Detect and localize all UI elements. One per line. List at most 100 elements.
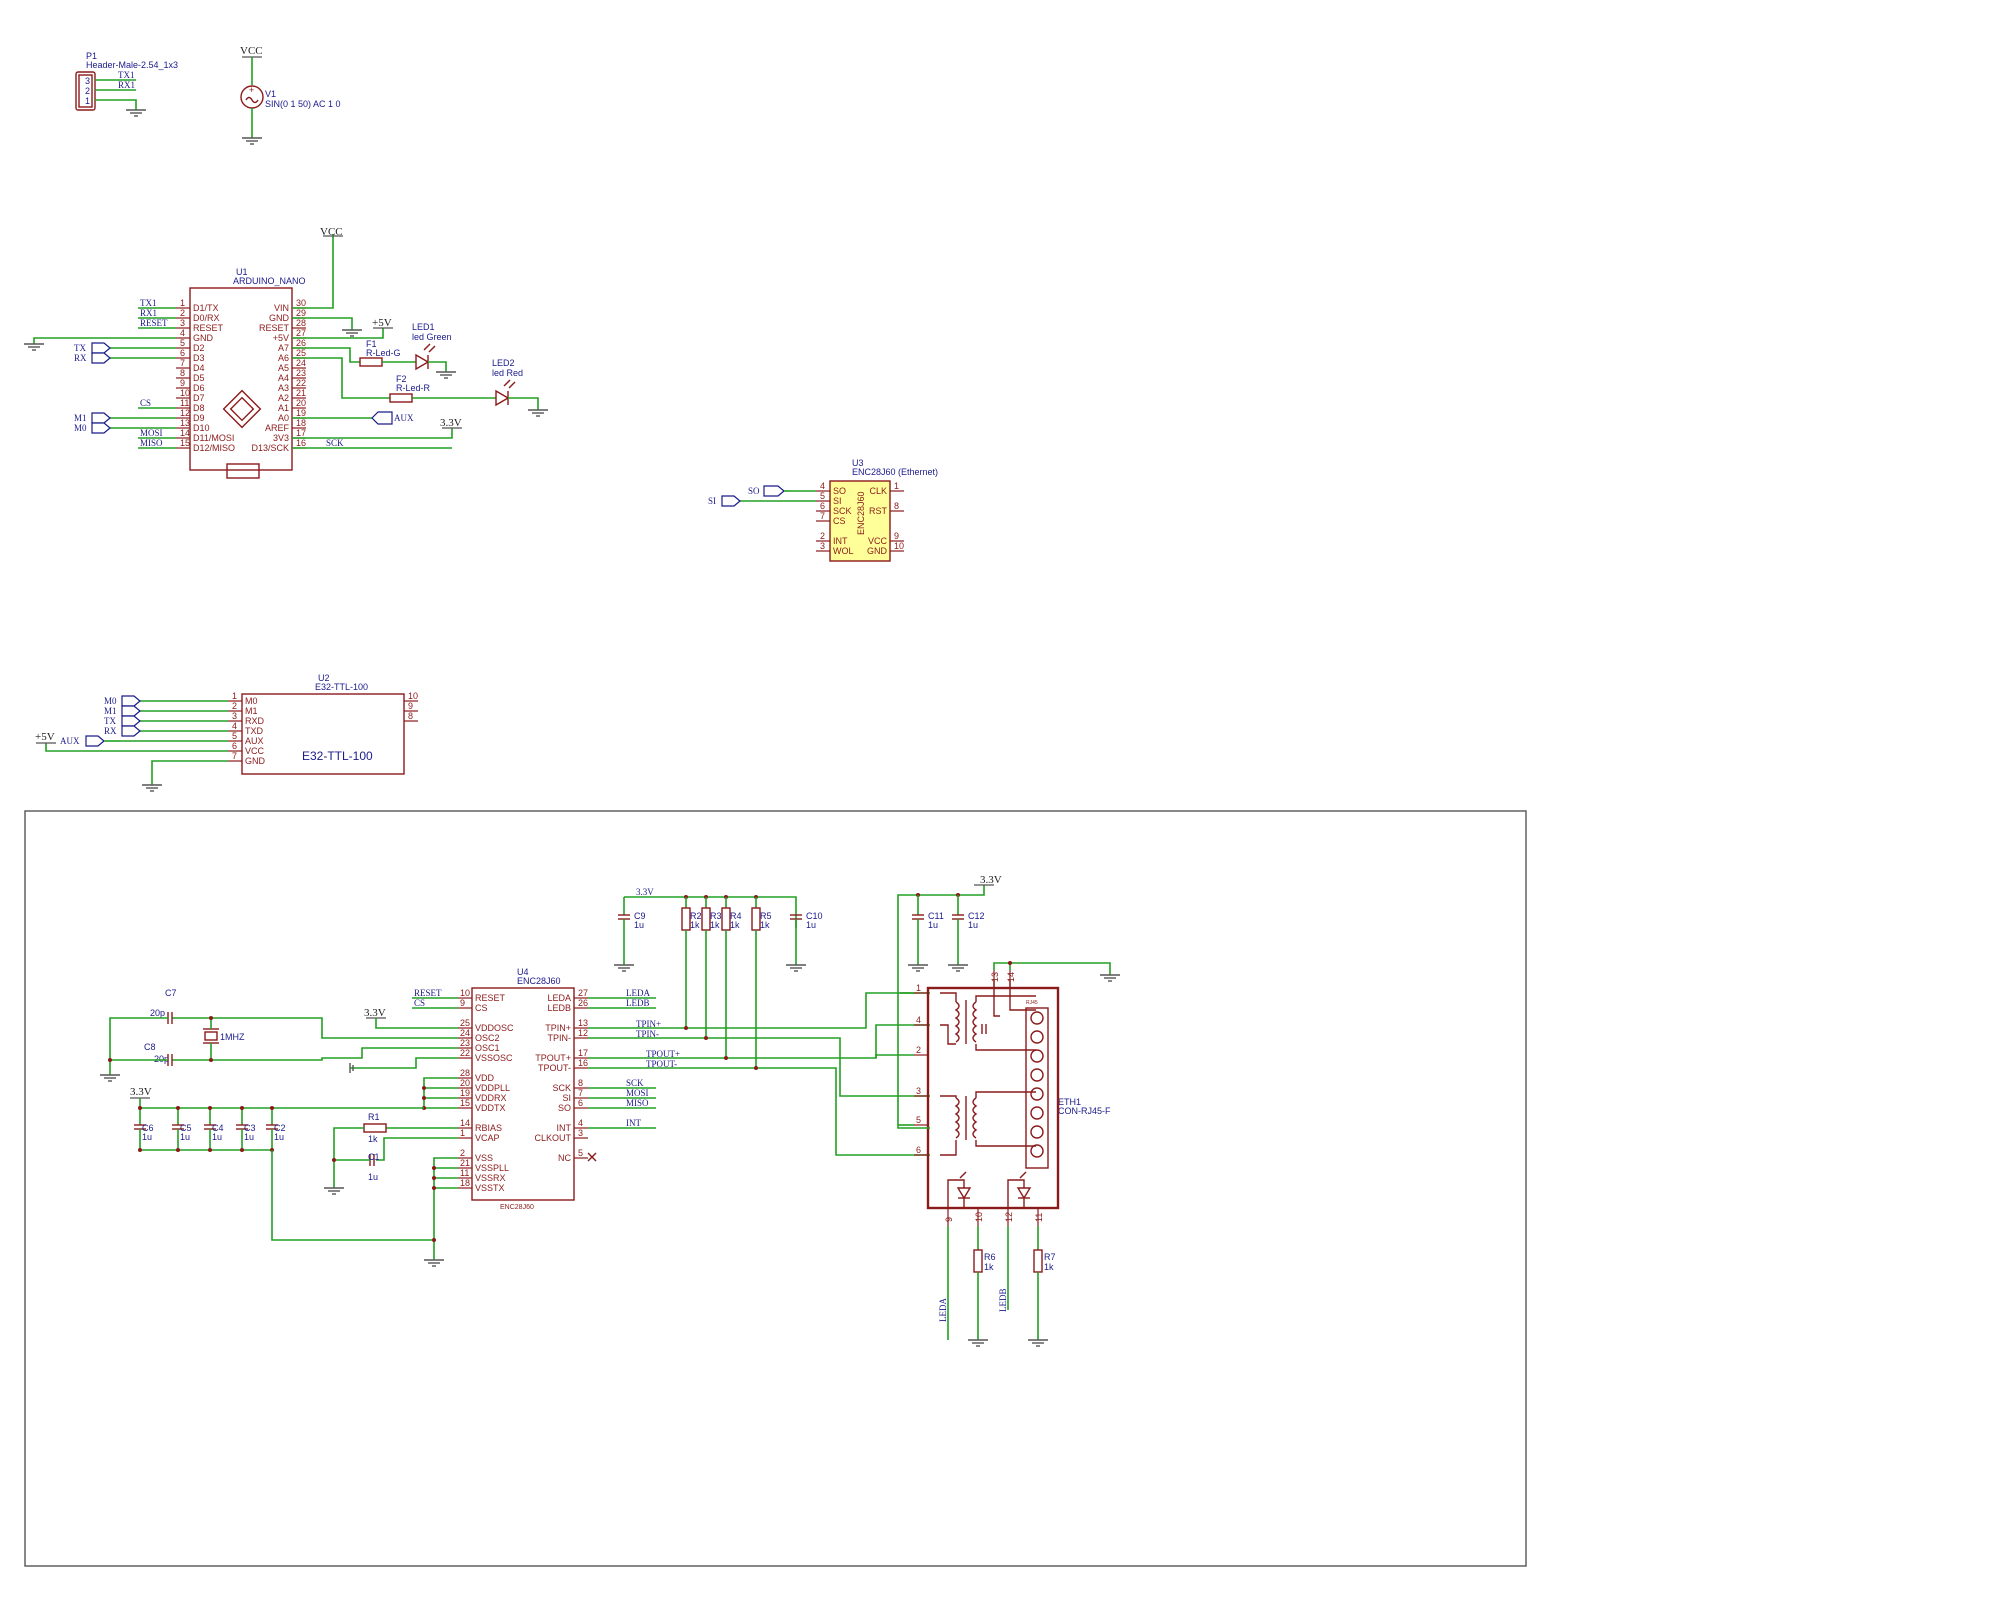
u3-pin-number: 8: [894, 501, 899, 511]
u1-pin-number: 16: [296, 438, 306, 448]
u4-pin-number: 5: [578, 1148, 583, 1158]
r7-resistor[interactable]: [1033, 1249, 1043, 1273]
p1-net-rx1: RX1: [118, 80, 135, 90]
u4-pin-name: OSC1: [475, 1043, 500, 1053]
rj45-contact-icon: [1030, 1068, 1044, 1082]
u4-pin-number: 10: [460, 988, 470, 998]
p1-pin-1: 1: [85, 96, 90, 106]
c12-capacitor[interactable]: [952, 914, 964, 920]
source-v1[interactable]: VCC + V1 SIN(0 1 50) AC 1 0: [240, 45, 341, 145]
cs-net-label: CS: [414, 998, 425, 1008]
vcc-label: VCC: [240, 45, 263, 57]
transformer-icon: [940, 980, 1036, 1156]
u1-net-label: TX1: [140, 298, 157, 308]
p33-label: 3.3V: [440, 417, 462, 429]
r5-designator: R5: [760, 911, 772, 921]
u2-pin-number: 5: [232, 731, 237, 741]
led1-designator: LED1: [412, 322, 435, 332]
u1-pin-number: 27: [296, 328, 306, 338]
u2-pin-number: 10: [408, 691, 418, 701]
u3-body-label: ENC28J60: [856, 491, 866, 535]
r6-resistor[interactable]: [973, 1249, 983, 1273]
eth-pin-number: 2: [916, 1045, 921, 1055]
u4-pin-number: 17: [578, 1048, 588, 1058]
c3-designator: C3: [244, 1123, 256, 1133]
c8-capacitor[interactable]: [167, 1054, 173, 1066]
r2-resistor[interactable]: [681, 907, 691, 931]
u1-pin-number: 1: [180, 298, 185, 308]
leda-net-label: LEDA: [938, 1298, 948, 1322]
c11-capacitor[interactable]: [912, 914, 924, 920]
c10-value: 1u: [806, 920, 816, 930]
miso-net-label: MISO: [626, 1098, 649, 1108]
u1-pin-number: 11: [180, 398, 189, 408]
u2-pin-number: 2: [232, 701, 237, 711]
u1-pin-name: D3: [193, 353, 205, 363]
u1-net-label: RX1: [140, 308, 157, 318]
u1-pin-number: 29: [296, 308, 306, 318]
c1-designator: C1: [368, 1152, 380, 1162]
rj45-contact-icon: [1030, 1144, 1044, 1158]
leda-net-label: LEDA: [626, 988, 650, 998]
u2-body: [241, 693, 405, 775]
f2-resistor[interactable]: [389, 393, 413, 403]
u1-pin-number: 9: [180, 378, 185, 388]
r6-designator: R6: [984, 1252, 996, 1262]
led2-diode-icon[interactable]: [495, 379, 516, 407]
u1-pin-number: 12: [180, 408, 190, 418]
u2-flag-label: TX: [104, 716, 116, 726]
rj45-contact-icon: [1030, 1106, 1044, 1120]
r4-resistor[interactable]: [721, 907, 731, 931]
f1-resistor[interactable]: [359, 357, 383, 367]
m1-net-flag: [91, 412, 111, 424]
u1-pin-name: D4: [193, 363, 205, 373]
u1-pin-name: A2: [278, 393, 289, 403]
u1-pin-name: D1/TX: [193, 303, 219, 313]
header-p1[interactable]: P1 Header-Male-2.54_1x3 3 2 1 TX1 RX1: [75, 51, 178, 117]
svg-text:RJ45: RJ45: [1026, 1000, 1038, 1006]
u3-pin-name: CS: [833, 516, 846, 526]
u3-pin-name: RST: [869, 506, 888, 516]
p1-body: [75, 71, 96, 111]
u1-net-label: CS: [140, 398, 151, 408]
crystal-x1-icon[interactable]: [203, 1028, 219, 1044]
v1-value: SIN(0 1 50) AC 1 0: [265, 99, 341, 109]
r5-resistor[interactable]: [751, 907, 761, 931]
u1-pin-name: A3: [278, 383, 289, 393]
u4-pin-number: 22: [460, 1048, 470, 1058]
u1-pin-name: 3V3: [273, 433, 289, 443]
eth-pin-number: 4: [916, 1015, 921, 1025]
u4-pin-name: VDDTX: [475, 1103, 506, 1113]
eth-pin-number: 9: [944, 1217, 954, 1222]
u4-pin-name: LEDA: [547, 993, 571, 1003]
u4-pin-name: OSC2: [475, 1033, 500, 1043]
ledb-net-label: LEDB: [626, 998, 650, 1008]
c9-capacitor[interactable]: [618, 914, 630, 920]
chip-logo-icon: [222, 389, 262, 429]
led2-value: led Red: [492, 368, 523, 378]
u4-pin-name: INT: [557, 1123, 572, 1133]
r4-value: 1k: [730, 920, 740, 930]
tx-flag-label: TX: [74, 343, 86, 353]
c3-value: 1u: [244, 1132, 254, 1142]
u4-body: [471, 987, 575, 1201]
u1-pin-number: 24: [296, 358, 306, 368]
led2-designator: LED2: [492, 358, 515, 368]
p1-pin-2: 2: [85, 86, 90, 96]
r1-resistor[interactable]: [363, 1123, 387, 1133]
r4-designator: R4: [730, 911, 742, 921]
so-flag-label: SO: [748, 486, 760, 496]
u1-wiring: VCC +5V F1 R-Led-G LED1 led Green F2 R-L…: [24, 226, 548, 449]
ground-symbol: [242, 137, 262, 145]
u1-pin-name: D5: [193, 373, 205, 383]
svg-text:+: +: [249, 85, 254, 95]
led1-diode-icon[interactable]: [415, 343, 436, 371]
c7-capacitor[interactable]: [167, 1012, 173, 1024]
p33-label: 3.3V: [980, 874, 1002, 886]
r3-resistor[interactable]: [701, 907, 711, 931]
